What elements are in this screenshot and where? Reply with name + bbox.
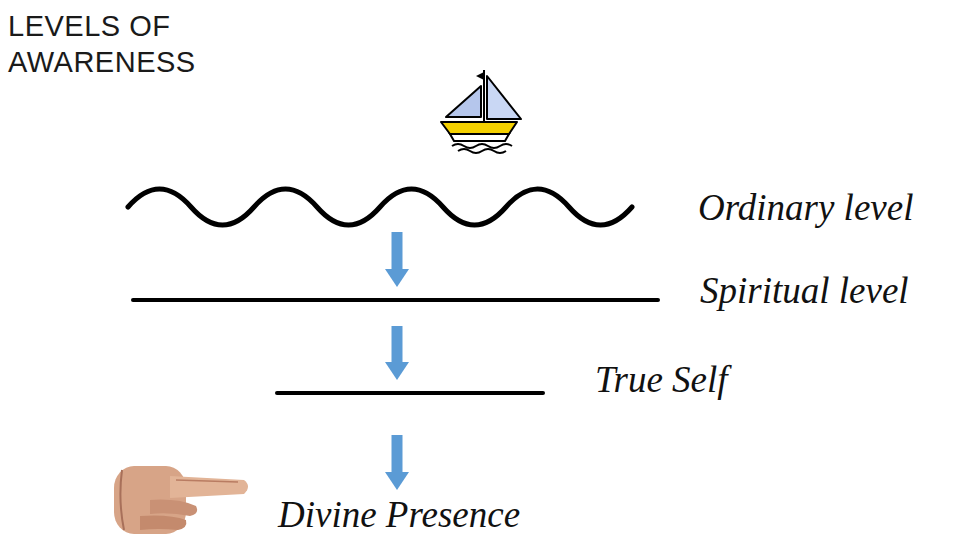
- pointing-hand: [114, 466, 248, 534]
- sailboat-icon: [441, 70, 521, 153]
- level-label: Divine Presence: [278, 493, 520, 537]
- level-label: True Self: [595, 358, 728, 402]
- wave-line: [128, 189, 632, 225]
- awareness-level: Divine Presence: [270, 490, 969, 541]
- awareness-level: Ordinary level: [128, 178, 969, 232]
- flow-arrow: [392, 435, 403, 472]
- awareness-level: Spiritual level: [133, 287, 969, 326]
- level-line: [133, 298, 658, 302]
- awareness-level: True Self: [277, 380, 969, 435]
- flow-arrow: [392, 326, 403, 362]
- level-line: [277, 391, 543, 395]
- level-label: Ordinary level: [698, 186, 913, 230]
- level-label: Spiritual level: [700, 269, 909, 313]
- flow-arrow: [392, 232, 403, 269]
- diagram-title: LEVELS OF AWARENESS: [8, 8, 238, 80]
